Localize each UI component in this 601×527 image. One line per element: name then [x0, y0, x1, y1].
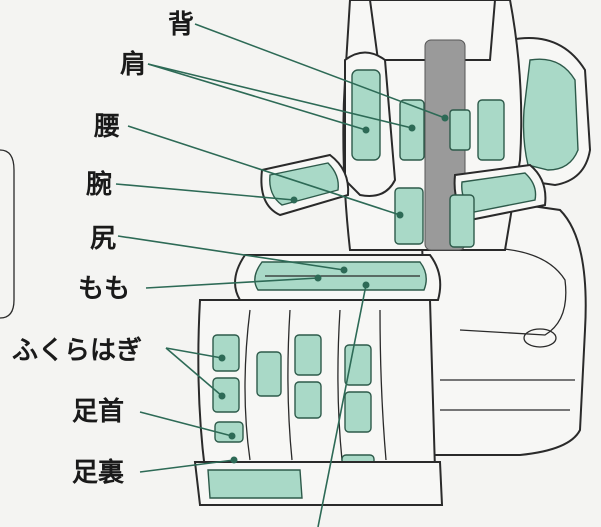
leader-back — [194, 23, 446, 119]
leader-arm — [115, 183, 295, 201]
leader-calf-2-dot — [218, 392, 226, 400]
calf-pad-2 — [212, 377, 240, 413]
sole-pad — [207, 469, 303, 499]
leader-lines — [115, 23, 449, 527]
leader-bottom-dot — [362, 281, 370, 289]
leader-arm-dot — [290, 196, 298, 204]
leader-ankle — [139, 411, 233, 437]
calf-pad-7 — [344, 391, 372, 433]
label-ankle: 足首 — [72, 397, 125, 427]
calf-pad-3 — [256, 351, 282, 397]
leader-thigh — [145, 277, 319, 289]
leader-thigh-dot — [314, 274, 322, 282]
label-back: 背 — [168, 10, 195, 40]
waist-pad — [394, 187, 424, 245]
shoulder-pad-right — [477, 99, 505, 161]
right-base-detail — [440, 379, 575, 411]
calf-pad-4 — [294, 334, 322, 376]
leader-waist — [127, 125, 401, 216]
leader-hip-dot — [340, 266, 348, 274]
leader-calf-1-dot — [218, 354, 226, 362]
label-shoulder: 肩 — [120, 50, 147, 80]
leader-sole-dot — [230, 456, 238, 464]
leader-bottom — [317, 284, 367, 527]
leader-ankle-dot — [228, 432, 236, 440]
label-sole: 足裏 — [72, 458, 125, 488]
leader-waist-dot — [396, 211, 404, 219]
leader-shoulder-2 — [147, 63, 413, 129]
back-pad-right — [449, 109, 471, 151]
right-side-pad — [449, 194, 475, 248]
right-side-panel — [418, 188, 587, 456]
side-bracket — [0, 149, 15, 319]
calf-pad-5 — [294, 381, 322, 419]
remote-panel — [522, 58, 579, 171]
leader-hip — [117, 235, 345, 271]
right-arm-pad — [461, 172, 537, 213]
leader-calf-1 — [165, 347, 223, 359]
calf-pad-6 — [344, 344, 372, 386]
leader-calf-2 — [165, 347, 223, 397]
leg-rest-divider — [244, 309, 387, 461]
label-hip: 尻 — [90, 224, 117, 254]
leader-sole — [139, 459, 235, 473]
label-arm: 腕 — [86, 170, 113, 200]
leader-shoulder — [147, 63, 367, 131]
label-thigh: もも — [78, 274, 131, 304]
label-calf: ふくらはぎ — [12, 336, 143, 366]
shoulder-pad-left — [351, 69, 381, 161]
leader-back-dot — [441, 114, 449, 122]
leader-shoulder-2-dot — [408, 124, 416, 132]
calf-pad-1 — [212, 334, 240, 372]
label-waist: 腰 — [94, 112, 121, 142]
side-emblem — [523, 328, 557, 348]
leader-shoulder-dot — [362, 126, 370, 134]
